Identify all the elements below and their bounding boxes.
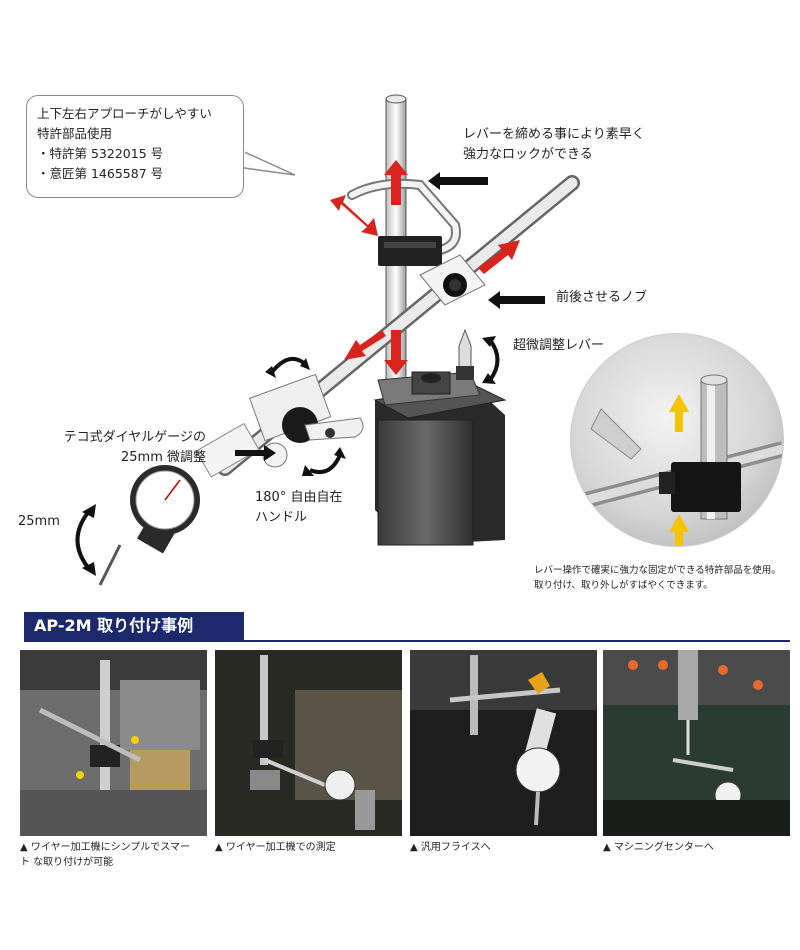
callout-knob: 前後させるノブ	[556, 290, 648, 305]
callout-line: 強力なロックができる	[463, 147, 593, 162]
feature-bubble: 上下左右アプローチがしやすい 特許部品使用 ・特許第 5322015 号 ・意匠…	[26, 95, 244, 198]
caption-photo-4: ▲ マシニングセンターへ	[603, 840, 793, 855]
callout-test-dial: テコ式ダイヤルゲージの 25mm 微調整	[58, 428, 206, 468]
callout-lever-lock: レバーを締める事により素早く 強力なロックができる	[463, 125, 645, 165]
callout-line: 180° 自由自在	[255, 490, 343, 505]
fine-adjust-lever	[456, 328, 474, 380]
section-rule	[24, 640, 790, 642]
top-clamp	[378, 236, 442, 266]
pointer-arrows	[235, 172, 545, 461]
bubble-line: 特許部品使用	[37, 126, 113, 141]
photo-wire-edm-measure	[215, 650, 402, 836]
caption-photo-2: ▲ ワイヤー加工機での測定	[215, 840, 405, 855]
zoom-caption: レバー操作で確実に強力な固定ができる特許部品を使用。 取り付け、取り外しがすばや…	[534, 563, 796, 593]
photo-milling-machine	[410, 650, 597, 836]
dial-gauge	[98, 422, 260, 586]
callout-line: ハンドル	[255, 510, 308, 525]
callout-line: テコ式ダイヤルゲージの	[63, 430, 206, 445]
bubble-line: ・意匠第 1465587 号	[37, 166, 164, 181]
caption-photo-1: ▲ ワイヤー加工機にシンプルでスマー ト な取り付けが可能	[20, 840, 210, 870]
lower-joint	[248, 373, 364, 468]
red-motion-arrows	[330, 160, 520, 375]
callout-line: 25mm 微調整	[120, 450, 206, 465]
caption-line: レバー操作で確実に強力な固定ができる特許部品を使用。	[534, 565, 781, 576]
section-title: AP-2M 取り付け事例	[34, 616, 194, 635]
caption-line: 取り付け、取り外しがすばやくできます。	[534, 580, 713, 591]
caption-line: ト な取り付けが可能	[20, 857, 114, 868]
caption-photo-3: ▲ 汎用フライスへ	[410, 840, 600, 855]
callout-line: レバーを締める事により素早く	[463, 127, 645, 142]
caption-line: ▲ ワイヤー加工機での測定	[215, 842, 336, 853]
caption-line: ▲ 汎用フライスへ	[410, 842, 491, 853]
callout-fine-lever: 超微調整レバー	[513, 338, 605, 353]
bubble-line: ・特許第 5322015 号	[37, 146, 164, 161]
photo-machining-center	[603, 650, 790, 836]
lever-detail-zoom	[570, 333, 784, 547]
magnetic-base-diagram	[75, 94, 580, 586]
callout-handle: 180° 自由自在 ハンドル	[255, 488, 342, 528]
knob-clamp	[419, 254, 486, 306]
bubble-line: 上下左右アプローチがしやすい	[37, 106, 212, 121]
magnetic-base	[373, 371, 507, 546]
caption-line: ▲ マシニングセンターへ	[603, 842, 714, 853]
photo-wire-edm-mount	[20, 650, 207, 836]
section-header-bar	[24, 612, 244, 640]
caption-line: ▲ ワイヤー加工機にシンプルでスマー	[20, 842, 190, 853]
callout-stroke: 25mm	[18, 514, 60, 529]
bubble-tail	[240, 149, 296, 176]
